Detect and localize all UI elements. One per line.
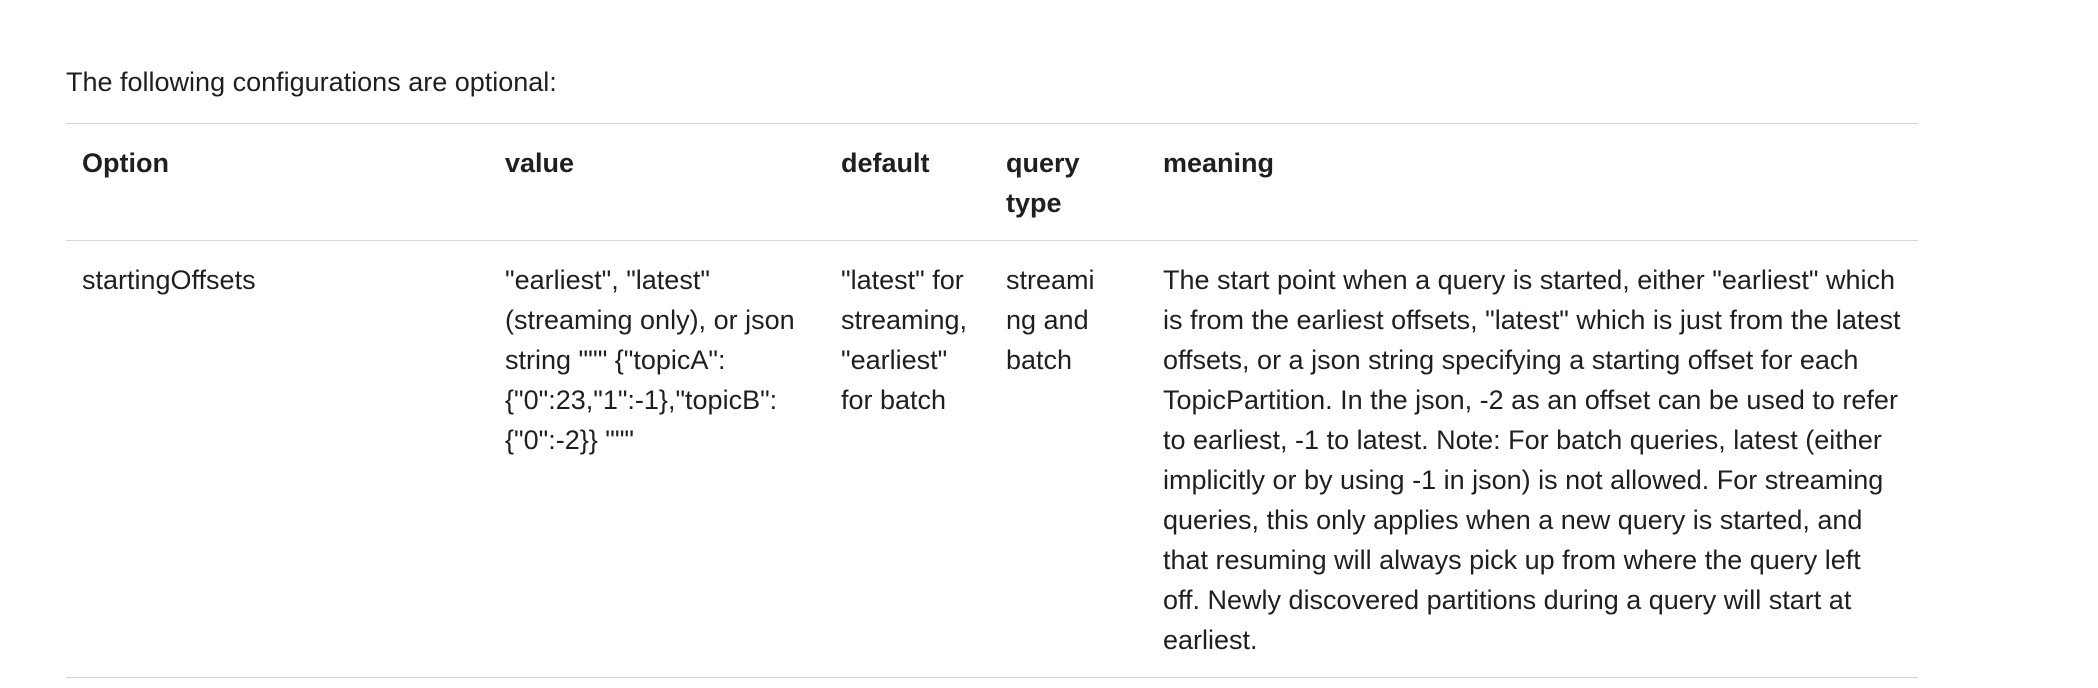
- cell-meaning: The start point when a query is started,…: [1147, 241, 1918, 678]
- header-meaning: meaning: [1163, 148, 1275, 178]
- cell-option: startingOffsets: [82, 265, 256, 295]
- intro-text: The following configurations are optiona…: [66, 67, 557, 97]
- cell-meaning-text: The start point when a query is started,…: [1163, 265, 1901, 655]
- cell-default: "latest" for streaming, "earliest" for b…: [825, 241, 990, 678]
- table-header: Option value default query type meaning: [66, 123, 1918, 241]
- cell-query-type: streaming and batch: [990, 241, 1147, 678]
- header-row: Option value default query type meaning: [66, 123, 1918, 241]
- cell-query-type-text: streaming and batch: [1006, 265, 1095, 375]
- header-value: value: [505, 148, 575, 178]
- header-query-type-label: query type: [1006, 148, 1080, 218]
- table-row: startingOffsets "earliest", "latest" (st…: [66, 241, 1918, 678]
- header-query-type: query type: [990, 124, 1147, 241]
- header-option: Option: [82, 148, 169, 178]
- optional-config-table: Option value default query type meaning …: [66, 123, 1918, 678]
- header-default: default: [841, 148, 930, 178]
- cell-value: "earliest", "latest" (streaming only), o…: [489, 241, 825, 678]
- table-body: startingOffsets "earliest", "latest" (st…: [66, 241, 1918, 678]
- cell-default-text: "latest" for streaming, "earliest" for b…: [841, 265, 968, 415]
- cell-value-text: "earliest", "latest" (streaming only), o…: [505, 265, 795, 455]
